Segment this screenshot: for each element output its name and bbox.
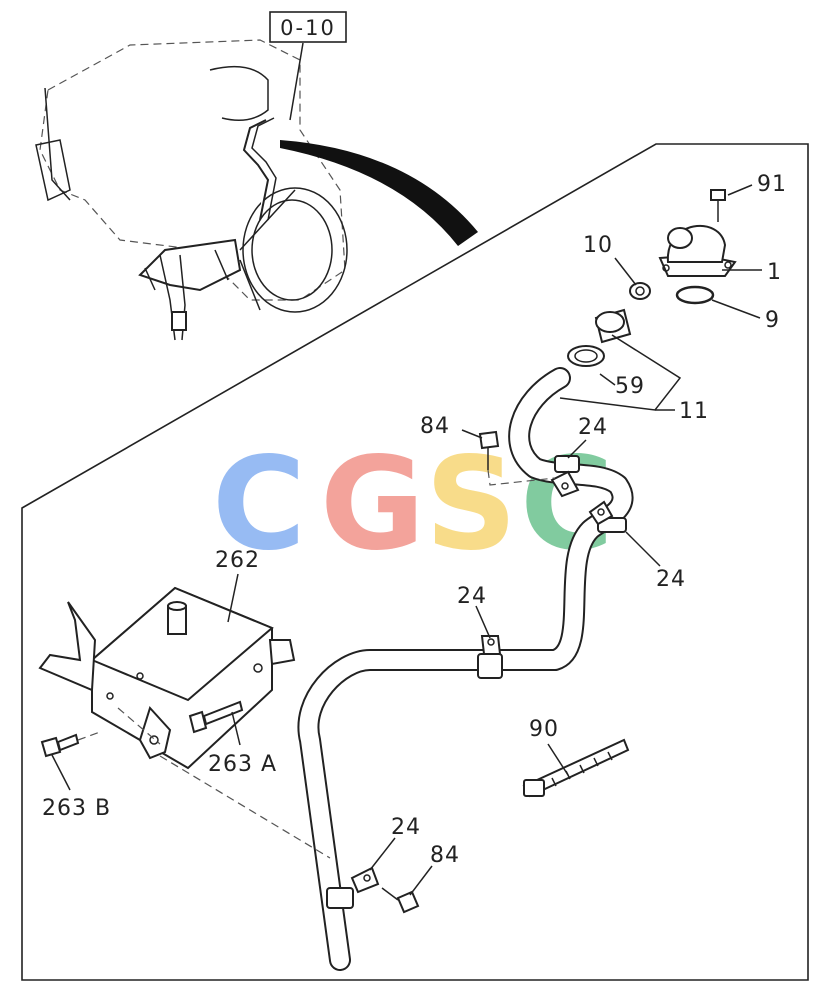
bolt-upper (478, 430, 500, 470)
reference-box-label: 0-10 (280, 16, 336, 40)
callout-bolt-lower: 84 (430, 843, 460, 868)
callout-cable-tie: 90 (529, 717, 559, 742)
hose-clamp (567, 345, 605, 367)
watermark-letter-g: G (320, 430, 425, 579)
callout-leaders (51, 184, 762, 896)
callout-gasket: 9 (765, 308, 780, 333)
callout-bolt-upper: 84 (420, 414, 450, 439)
callout-clip-upper-a: 24 (578, 415, 608, 440)
bolt-lower (381, 887, 420, 914)
callout-housing-bolt: 91 (757, 172, 787, 197)
engine-overview (35, 39, 348, 341)
bolt-263b (40, 733, 80, 758)
callout-bolt-263a: 263 A (208, 752, 277, 777)
watermark-letter-s: S (425, 430, 517, 579)
coolant-pipe (297, 367, 634, 971)
housing-bolt (710, 189, 726, 222)
callout-thermostat-housing: 1 (767, 260, 782, 285)
callout-clip-upper-b: 24 (656, 567, 686, 592)
pipe-clip-middle (477, 635, 503, 679)
callout-hose-clamp: 59 (615, 374, 645, 399)
pipe-clip-lower (326, 866, 380, 909)
callout-bracket: 262 (215, 548, 260, 573)
gasket (675, 285, 715, 305)
callout-hose: 11 (679, 399, 709, 424)
detail-pointer-arrow (280, 140, 478, 246)
hose (594, 308, 632, 344)
callout-clip-lower: 24 (391, 815, 421, 840)
callouts: 91 1 9 10 59 11 84 24 24 24 24 84 262 26… (42, 172, 787, 868)
callout-clip-middle: 24 (457, 584, 487, 609)
cable-tie (522, 738, 630, 798)
reference-box: 0-10 (269, 11, 347, 121)
pipe-clip-upper-b (588, 500, 627, 533)
callout-bolt-263b: 263 B (42, 796, 111, 821)
bolt-263a (188, 700, 244, 734)
hose-clip (629, 282, 651, 300)
pipe-clip-upper-a (550, 455, 580, 498)
callout-hose-clip: 10 (583, 233, 613, 258)
assembly-lines (77, 469, 556, 859)
watermark-letter-c1: C (212, 430, 306, 579)
detail-frame (21, 143, 809, 981)
watermark: C G S C (212, 430, 614, 579)
thermostat-housing (658, 224, 737, 277)
bracket (38, 586, 296, 770)
